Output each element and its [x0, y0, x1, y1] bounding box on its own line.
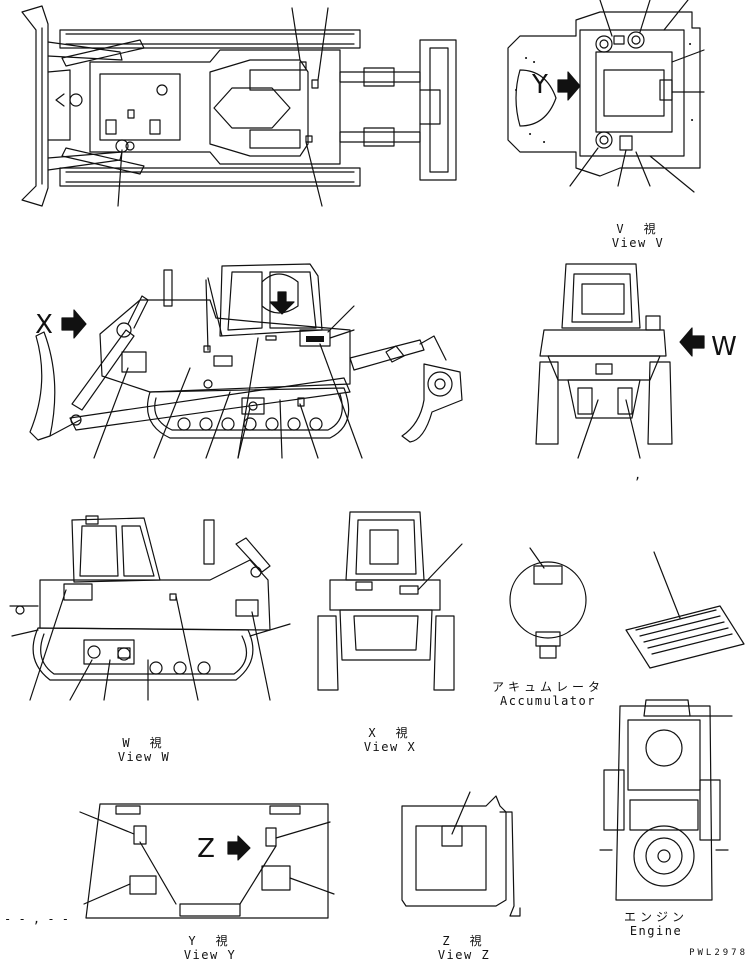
view-x-diagram [317, 511, 463, 691]
view-z-arrow-letter: Z [197, 834, 215, 864]
view-z-caption-en: View Z [437, 948, 491, 962]
view-v-caption-en: View V [611, 236, 665, 250]
view-z-caption-jp: Z 視 [442, 934, 486, 948]
accumulator-caption-en: Accumulator [500, 694, 596, 708]
view-w-caption: W 視 View W [118, 736, 170, 764]
stray-comma-mark: , [634, 468, 642, 482]
label-sheet-diagram [625, 551, 745, 669]
view-y-diagram [79, 803, 335, 919]
dozer-side-view [29, 263, 463, 459]
view-y-caption-jp: Y 視 [188, 934, 232, 948]
dozer-top-view [21, 5, 457, 207]
view-v-caption: V 視 View V [612, 222, 664, 250]
engine-caption-en: Engine [629, 924, 683, 938]
accumulator-diagram [509, 547, 587, 659]
engine-caption-jp: エンジン [623, 910, 689, 924]
view-x-arrow-letter: X [35, 310, 53, 340]
view-w-target-diagram [535, 263, 705, 459]
view-z-caption: Z 視 View Z [438, 934, 490, 962]
stray-dash-marks: - - , - - [4, 912, 70, 926]
document-number: PWL2978 [689, 948, 748, 958]
view-z-diagram [401, 791, 521, 917]
accumulator-caption: アキュムレータ Accumulator [492, 680, 604, 708]
view-x-caption: X 視 View X [364, 726, 416, 754]
view-x-caption-en: View X [363, 740, 417, 754]
view-w-diagram [9, 515, 291, 701]
view-v-caption-jp: V 視 [616, 222, 660, 236]
view-y-caption: Y 視 View Y [184, 934, 236, 962]
view-y-caption-en: View Y [183, 948, 237, 962]
engine-diagram [599, 699, 733, 901]
view-x-caption-jp: X 視 [368, 726, 412, 740]
view-v-diagram [507, 0, 705, 193]
view-y-arrow-letter: Y [532, 70, 548, 100]
view-w-caption-jp: W 視 [122, 736, 166, 750]
accumulator-caption-jp: アキュムレータ [491, 680, 605, 694]
view-w-arrow-letter: W [711, 332, 737, 362]
engine-caption: エンジン Engine [624, 910, 688, 938]
view-w-caption-en: View W [117, 750, 171, 764]
